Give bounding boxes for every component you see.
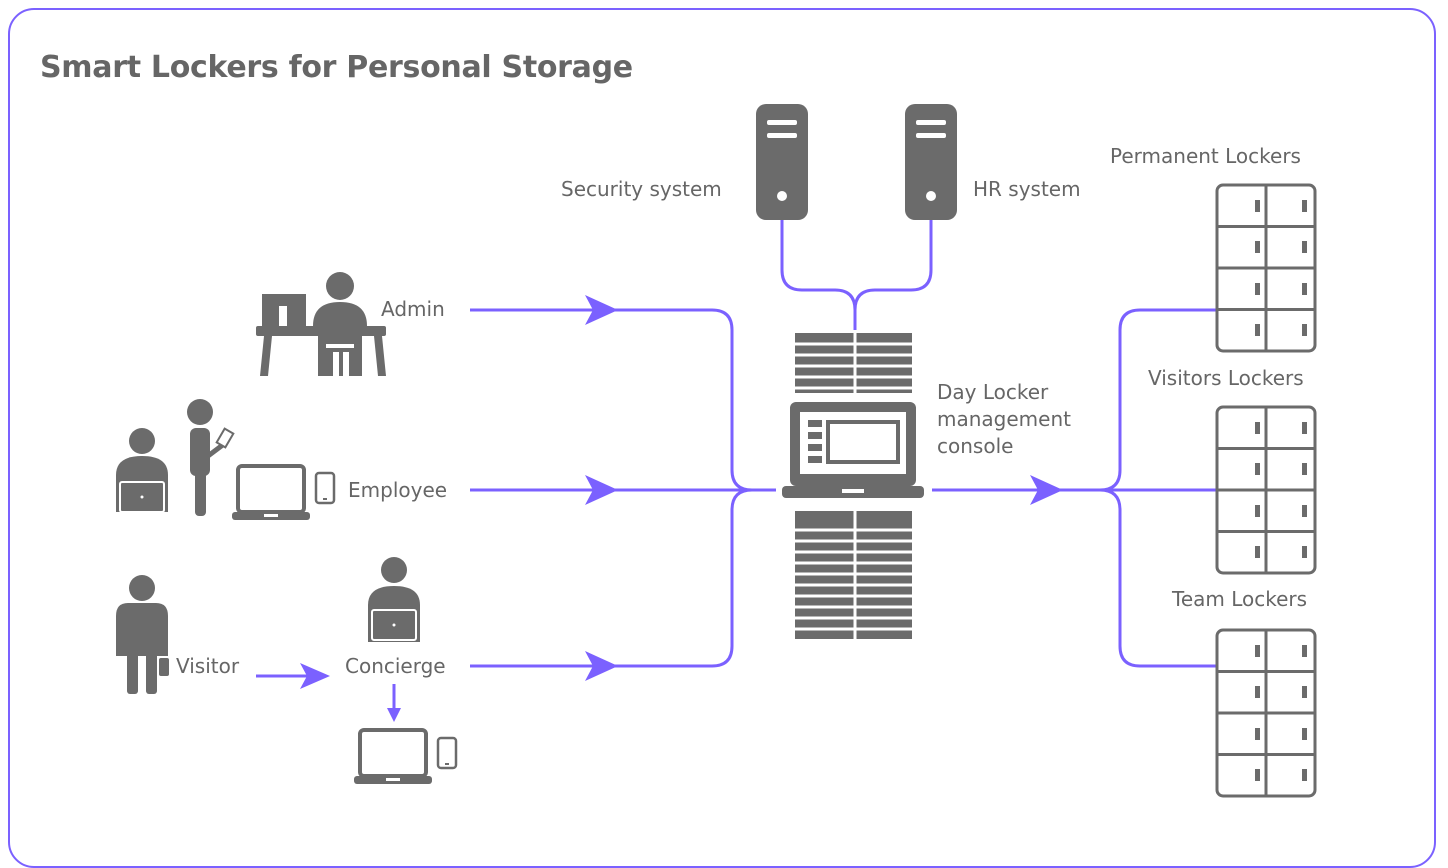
hr-system-label: HR system	[973, 177, 1081, 201]
diagram-canvas	[116, 104, 1317, 798]
locker-bank-icon	[1215, 405, 1317, 575]
locker-bank-icon	[1215, 183, 1317, 353]
person-with-laptop-icon	[116, 428, 168, 513]
console-label-line2: management	[937, 407, 1071, 431]
visitor-label: Visitor	[176, 654, 240, 678]
laptop-icon	[352, 728, 434, 786]
server-icon	[756, 104, 808, 220]
team-lockers-label: Team Lockers	[1172, 587, 1308, 611]
security-system-label: Security system	[561, 177, 722, 201]
console-label-line1: Day Locker	[937, 380, 1049, 404]
flow-arrows	[300, 295, 1063, 722]
visitor-icon	[116, 575, 169, 694]
admin-label: Admin	[381, 297, 445, 321]
person-with-phone-icon	[187, 399, 235, 516]
page-title: Smart Lockers for Personal Storage	[40, 50, 633, 85]
connection-lines	[256, 218, 1217, 712]
person-at-desk-icon	[256, 272, 386, 376]
employee-label: Employee	[348, 478, 448, 502]
permanent-lockers-label: Permanent Lockers	[1110, 144, 1301, 168]
tablet-icon	[436, 736, 458, 770]
console-label-line3: console	[937, 434, 1014, 458]
concierge-label: Concierge	[345, 654, 446, 678]
person-with-laptop-icon	[368, 557, 420, 642]
visitors-lockers-label: Visitors Lockers	[1148, 366, 1304, 390]
locker-bank-icon	[1215, 628, 1317, 798]
tablet-icon	[314, 471, 336, 505]
server-icon	[905, 104, 957, 220]
console-laptop-icon	[776, 393, 932, 511]
laptop-icon	[230, 464, 312, 522]
